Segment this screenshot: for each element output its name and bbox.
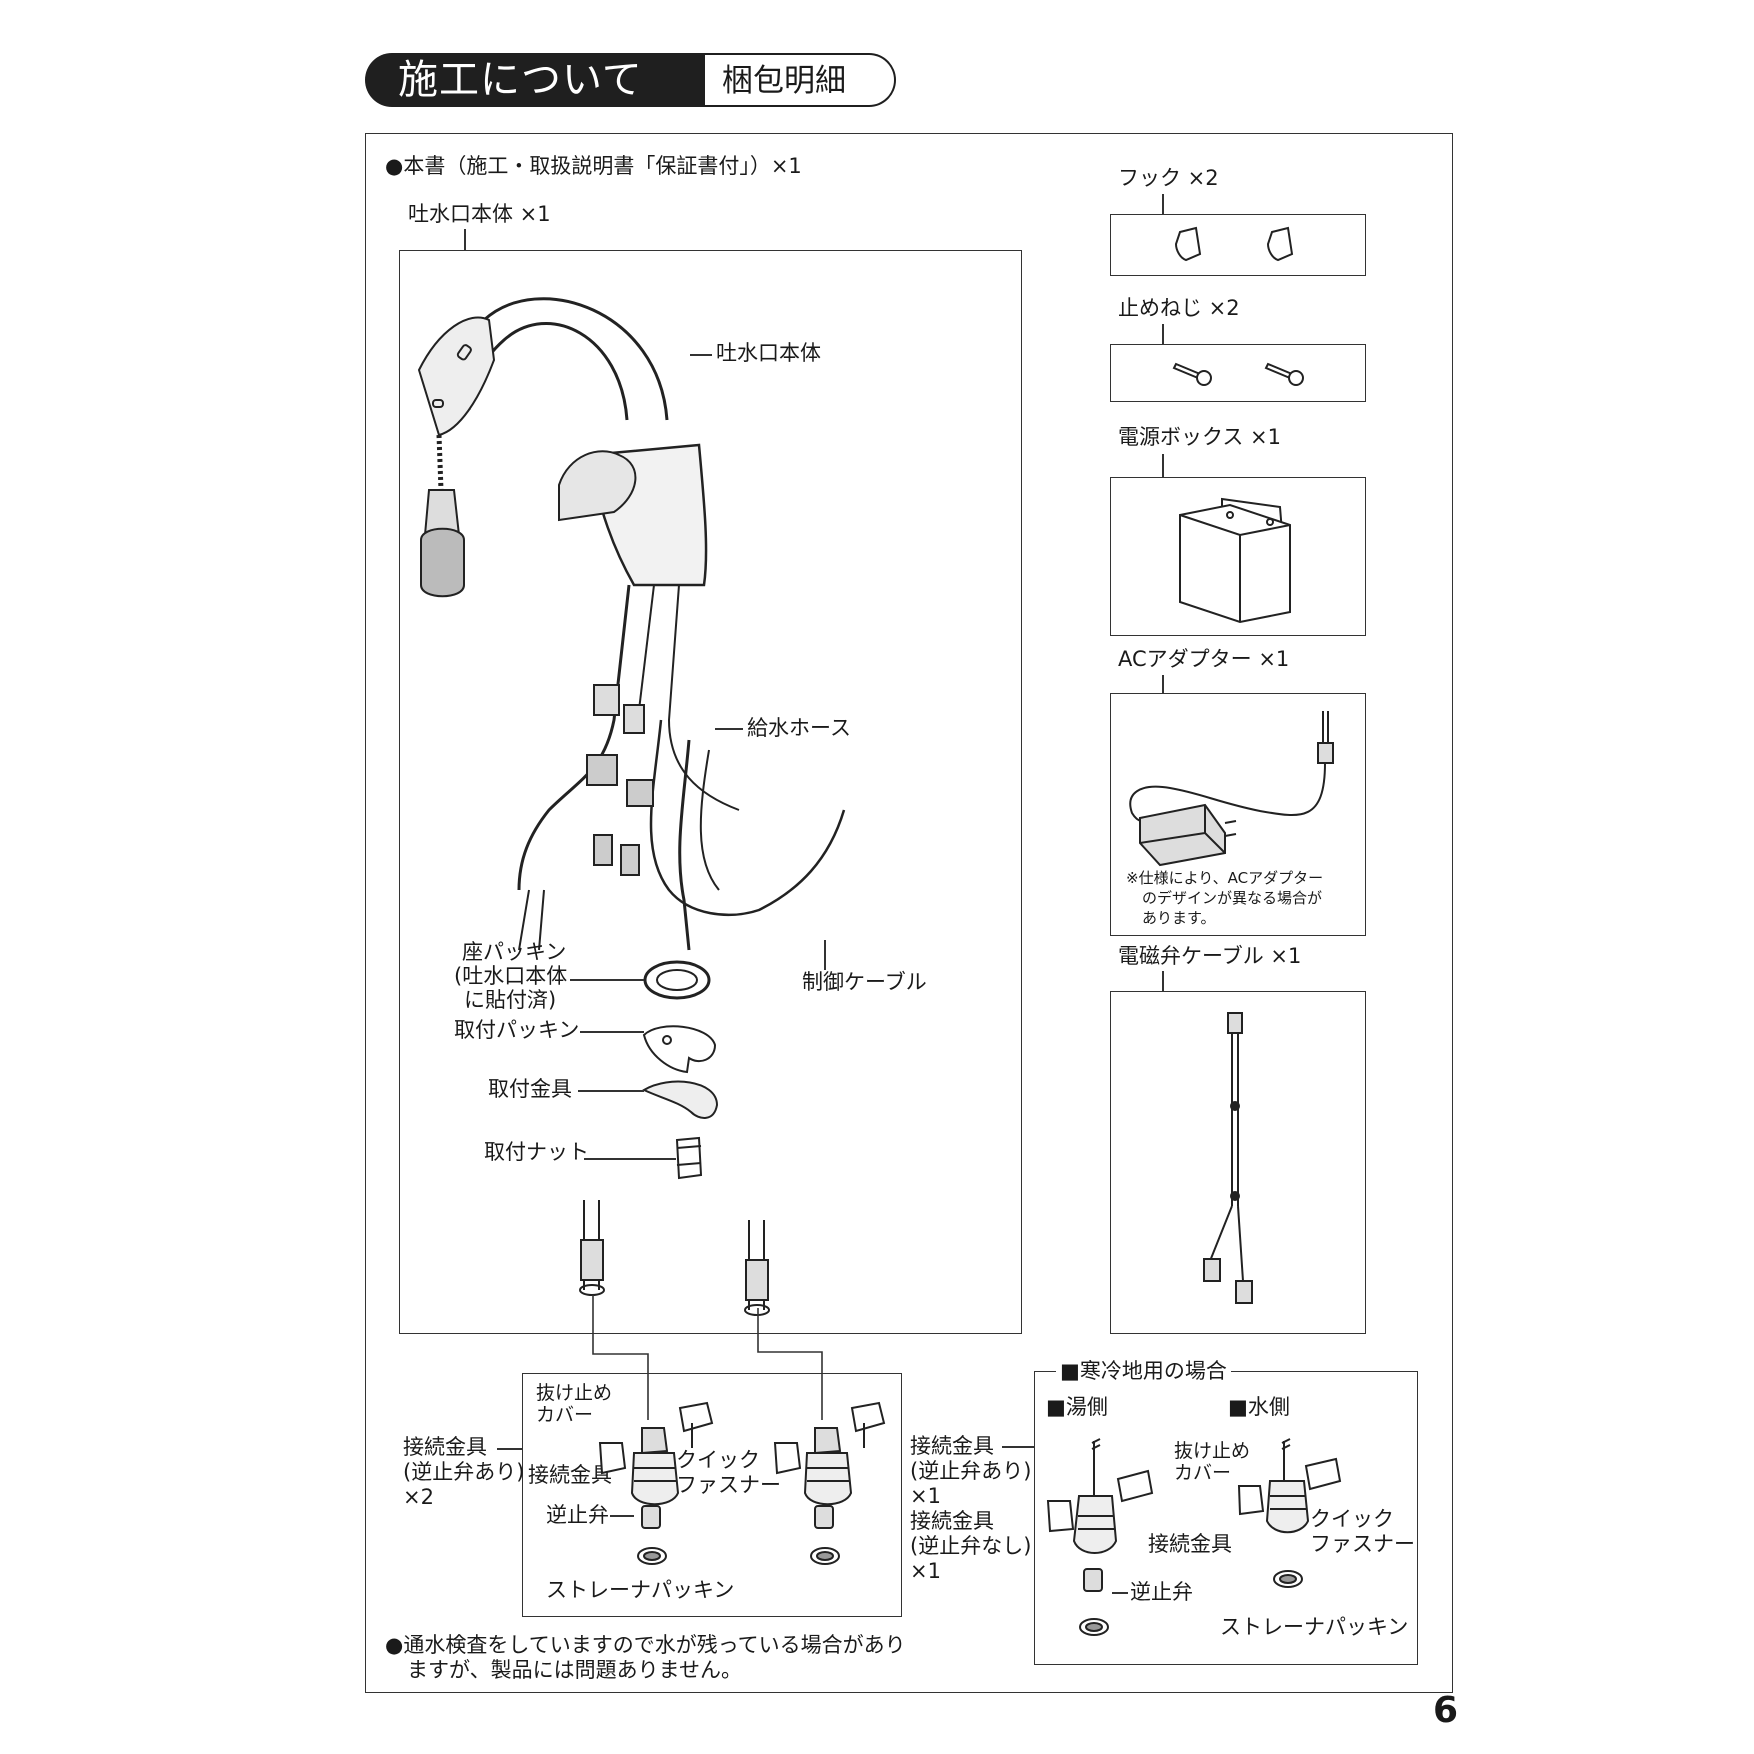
power-box-box	[1110, 477, 1366, 636]
mount-nut-label: 取付ナット	[484, 1140, 589, 1164]
seat-packing-label-1: 座パッキン	[462, 940, 567, 964]
water-note-line-1: ●通水検査をしていますので水が残っている場合があり	[385, 1633, 906, 1657]
hook-icon	[1110, 214, 1366, 276]
connector-label-1: 接続金具	[403, 1435, 487, 1459]
connector-box	[522, 1373, 902, 1617]
solenoid-cable-box	[1110, 991, 1366, 1334]
cold-region-title: ■寒冷地用の場合	[1056, 1359, 1231, 1384]
manual-note: ●本書（施工・取扱説明書「保証書付」）×1	[385, 154, 802, 178]
contents-frame	[365, 133, 1453, 1693]
screw-icon	[1110, 344, 1366, 402]
strainer-label: ストレーナパッキン	[546, 1578, 735, 1602]
hook-box	[1110, 214, 1366, 276]
fitting-label: 接続金具	[528, 1463, 612, 1487]
solenoid-cable-icon	[1110, 991, 1366, 1334]
quick-label-2: ファスナー	[676, 1473, 781, 1497]
ac-adapter-label: ACアダプター ×1	[1118, 647, 1290, 671]
cold-side-label: ■水側	[1228, 1395, 1290, 1419]
hook-label: フック ×2	[1118, 166, 1219, 190]
power-box-label: 電源ボックス ×1	[1118, 425, 1282, 449]
mount-packing-label: 取付パッキン	[454, 1018, 580, 1042]
page-subtitle: 梱包明細	[722, 63, 846, 99]
cold-cover-label-2: カバー	[1174, 1462, 1232, 1484]
header-subtitle-pill	[700, 53, 896, 107]
connector-illustration	[522, 1373, 902, 1617]
cold-strainer-label: ストレーナパッキン	[1220, 1615, 1409, 1639]
leader-line	[464, 229, 466, 251]
screw-label: 止めねじ ×2	[1118, 296, 1240, 320]
ac-adapter-box	[1110, 693, 1366, 936]
cold-label-b-2: (逆止弁なし)	[910, 1534, 1032, 1558]
cover-label-1: 抜け止め	[536, 1382, 613, 1404]
cold-label-b-1: 接続金具	[910, 1509, 994, 1533]
hose-label: 給水ホース	[747, 716, 851, 740]
seat-packing-label-3: に貼付済)	[464, 988, 557, 1012]
power-box-icon	[1110, 477, 1366, 636]
check-valve-label: 逆止弁	[546, 1503, 609, 1527]
cold-label-a-2: (逆止弁あり)	[910, 1459, 1032, 1483]
connector-label-2: (逆止弁あり)	[403, 1460, 525, 1484]
water-note-line-2: ますが、製品には問題ありません。	[407, 1658, 742, 1682]
faucet-illustration	[399, 250, 1022, 1334]
cold-label-a-1: 接続金具	[910, 1434, 994, 1458]
cold-fitting-label: 接続金具	[1148, 1532, 1232, 1556]
seat-packing-label-2: (吐水口本体	[454, 964, 568, 988]
connector-label-3: ×2	[403, 1485, 434, 1509]
solenoid-cable-label: 電磁弁ケーブル ×1	[1118, 944, 1302, 968]
cold-quick-label-2: ファスナー	[1310, 1532, 1415, 1556]
cold-quick-label-1: クイック	[1310, 1507, 1394, 1531]
page-title: 施工について	[398, 57, 643, 103]
spout-label: 吐水口本体	[716, 341, 821, 365]
ac-adapter-icon	[1110, 693, 1366, 936]
screw-box	[1110, 344, 1366, 402]
cover-label-2: カバー	[536, 1404, 594, 1426]
cold-label-a-3: ×1	[910, 1484, 941, 1508]
main-unit-label: 吐水口本体 ×1	[408, 202, 551, 226]
ac-note-line-3: あります。	[1142, 909, 1216, 927]
quick-label-1: クイック	[676, 1448, 760, 1472]
header-title-pill	[365, 53, 705, 107]
ac-note-line-1: ※仕様により、ACアダプター	[1126, 869, 1324, 887]
cold-check-valve-label: 逆止弁	[1130, 1580, 1193, 1604]
main-unit-box	[399, 250, 1022, 1334]
mount-bracket-label: 取付金具	[488, 1077, 572, 1101]
cold-label-b-3: ×1	[910, 1559, 941, 1583]
cable-label: 制御ケーブル	[802, 970, 927, 994]
page-number: 6	[1433, 1690, 1459, 1731]
ac-note-line-2: のデザインが異なる場合が	[1142, 889, 1323, 907]
hot-side-label: ■湯側	[1046, 1395, 1108, 1419]
cold-region-illustration	[1034, 1371, 1418, 1665]
cold-cover-label-1: 抜け止め	[1174, 1440, 1251, 1462]
